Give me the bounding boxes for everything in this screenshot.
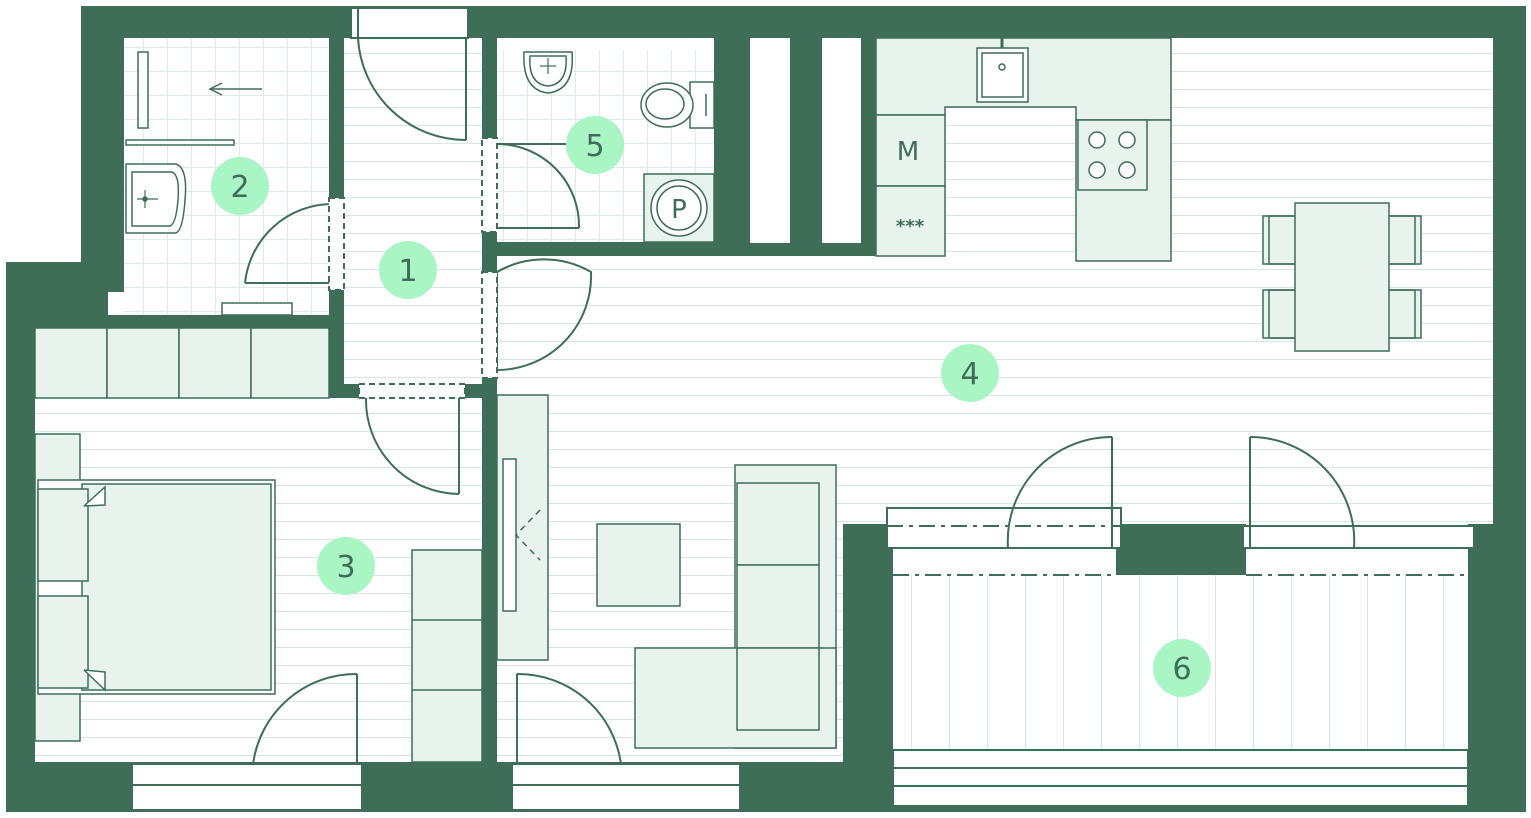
wc-door[interactable] (481, 137, 581, 233)
room-badge-5: 5 (566, 116, 624, 174)
room-badge-4: 4 (941, 344, 999, 402)
svg-text:3: 3 (336, 550, 355, 585)
svg-text:2: 2 (230, 170, 249, 205)
entrance-door[interactable] (357, 8, 467, 142)
bedroom-window-sash (252, 672, 358, 765)
wall-hall-living (482, 38, 497, 138)
wall-balcony-bottom (843, 806, 1526, 812)
wall-bath-hall (329, 38, 344, 198)
tv-unit (496, 394, 549, 661)
dresser (411, 549, 483, 763)
furniture: P (34, 37, 1422, 763)
window-bedroom (131, 763, 363, 811)
wall-closet-top (35, 292, 108, 315)
svg-text:4: 4 (960, 357, 979, 392)
wall-left-upper (81, 6, 124, 264)
wall-right (1493, 6, 1526, 526)
wall-top (81, 6, 1526, 38)
shaft-1 (750, 38, 790, 243)
wall-bath-hall-lower (329, 290, 344, 398)
balcony-door-2[interactable] (1249, 435, 1356, 549)
window-hall-top (350, 7, 469, 39)
cooktop (1077, 119, 1148, 191)
bed (34, 433, 276, 742)
svg-text:6: 6 (1172, 652, 1191, 687)
wall-right-balcony (1468, 524, 1526, 812)
arrow-icon (208, 82, 262, 96)
bedroom-door[interactable] (358, 383, 466, 495)
wall-balcony-mid (1116, 524, 1246, 575)
room-badge-3: 3 (317, 537, 375, 595)
balcony-door-frame-1 (886, 507, 1122, 549)
wall-wc-bottom (497, 242, 876, 256)
window-balcony (892, 749, 1469, 807)
wall-hall-living-mid (482, 232, 497, 272)
coffee-table (596, 523, 681, 607)
room-badges: 1 2 3 4 5 6 (211, 116, 1211, 697)
sofa (634, 464, 837, 749)
wall-duct (790, 38, 822, 256)
wall-wc-right (714, 38, 750, 256)
washing-machine: P (643, 173, 715, 243)
room-badge-1: 1 (379, 241, 437, 299)
toilet (640, 81, 715, 129)
windows (131, 7, 1475, 811)
window-living (511, 763, 741, 811)
svg-text:5: 5 (585, 129, 604, 164)
wall-bed-hall (329, 384, 359, 398)
balcony-door-1[interactable] (1006, 435, 1113, 549)
microwave-label: M (897, 137, 919, 167)
shower-bar (125, 139, 235, 146)
living-window-sash (516, 672, 622, 765)
bathroom-door[interactable] (244, 197, 345, 291)
wc-sink (523, 51, 574, 94)
wall-bath-bottom (35, 315, 330, 328)
walls (6, 6, 1526, 812)
shaft-2 (822, 38, 861, 243)
washer-label: P (671, 195, 687, 225)
bathroom-sink (125, 163, 187, 234)
shower-rail (137, 51, 149, 129)
wall-left (6, 262, 35, 812)
room-badge-6: 6 (1153, 639, 1211, 697)
living-door[interactable] (481, 258, 593, 379)
room-badge-2: 2 (211, 157, 269, 215)
dishwasher-label: *** (896, 216, 925, 237)
towel-rail (221, 302, 293, 316)
dining-table (1262, 202, 1422, 352)
doors (244, 8, 1356, 765)
wall-bed-living (482, 378, 497, 812)
kitchen-sink (976, 38, 1029, 103)
hall-floor (344, 38, 482, 383)
wardrobe (34, 327, 330, 399)
balcony-door-frame-2 (1242, 525, 1475, 549)
svg-text:1: 1 (398, 254, 417, 289)
wall-balcony-left (843, 524, 893, 812)
wall-kitchen-left (861, 38, 876, 256)
